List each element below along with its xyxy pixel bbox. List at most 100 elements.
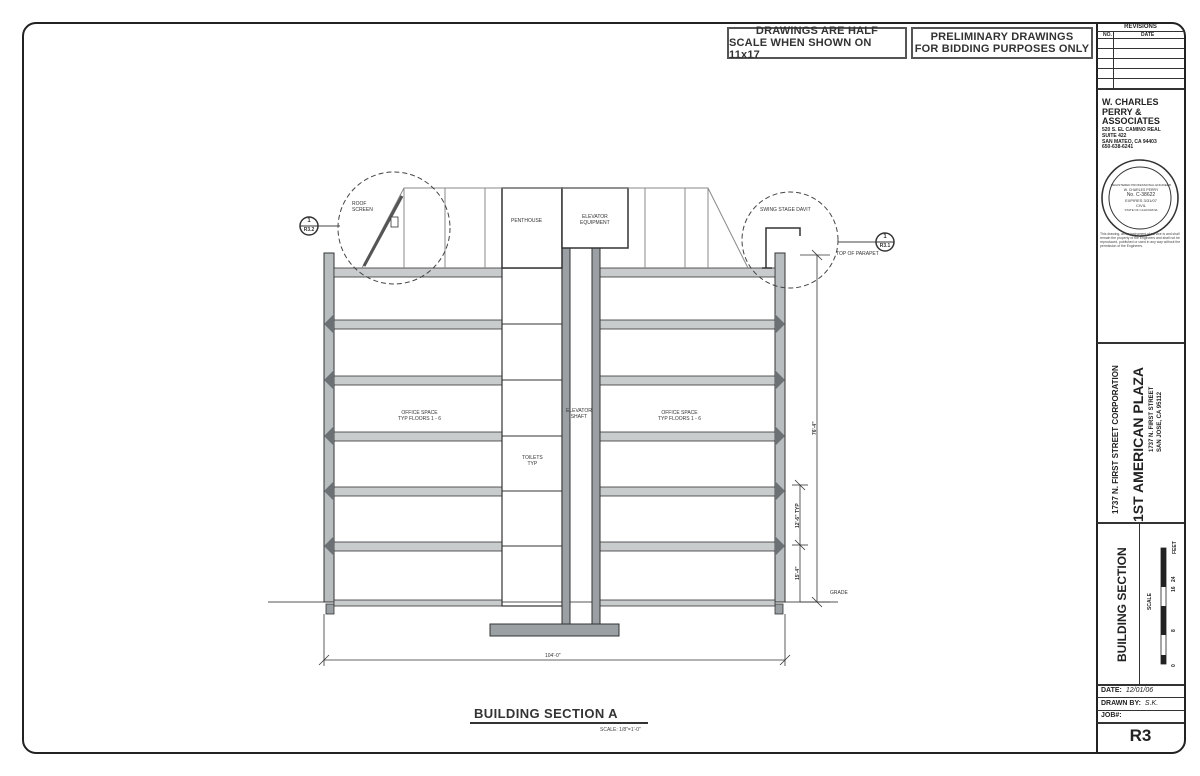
callout-right-number: 1 bbox=[883, 234, 887, 240]
firm-phone: 650-638-6241 bbox=[1102, 144, 1134, 151]
firm-address-line3: SAN MATEO, CA 94403 bbox=[1102, 138, 1157, 145]
callout-left-number: 1 bbox=[307, 218, 311, 224]
graphic-scale-bar bbox=[1160, 547, 1167, 665]
job-row: JOB#: bbox=[1101, 712, 1122, 719]
job-rule bbox=[1097, 722, 1184, 724]
preliminary-note: PRELIMINARY DRAWINGS FOR BIDDING PURPOSE… bbox=[911, 27, 1093, 59]
half-scale-note-line1: DRAWINGS ARE HALF bbox=[755, 25, 879, 37]
penthouse-room bbox=[501, 187, 563, 269]
firm-name-line2: PERRY & bbox=[1102, 106, 1142, 117]
roof-screen-clip bbox=[390, 216, 399, 228]
elevator-shaft-label: ELEVATOR SHAFT bbox=[566, 408, 592, 420]
firm-name-line1: W. CHARLES bbox=[1102, 97, 1159, 107]
project-address-line1: 1737 N. FIRST STREET bbox=[1149, 386, 1155, 452]
stamp-number: No. C-38622 bbox=[1126, 192, 1156, 198]
scale-tick-8: 8 bbox=[1171, 629, 1177, 632]
overall-height-dimension: 76'-4" bbox=[812, 421, 818, 435]
roof-screen-label-line2: SCREEN bbox=[352, 207, 373, 213]
elevator-shaft-wall-right bbox=[591, 247, 601, 625]
width-dimension-label: 104'-0" bbox=[545, 653, 561, 659]
office-space-right-line2: TYP FLOORS 1 - 6 bbox=[658, 416, 701, 422]
first-floor-dimension: 15'-4" bbox=[795, 566, 801, 580]
footing-left bbox=[325, 603, 335, 615]
project-top-rule bbox=[1097, 342, 1184, 344]
scale-tick-16: 16 bbox=[1171, 586, 1177, 592]
project-address-line2: SAN JOSE, CA 95112 bbox=[1157, 391, 1163, 452]
elevator-shaft-label-line2: SHAFT bbox=[570, 414, 588, 420]
elevator-equipment-label: ELEVATOR EQUIPMENT bbox=[580, 214, 610, 226]
date-rule bbox=[1097, 697, 1184, 698]
revisions-header-rule bbox=[1097, 31, 1184, 32]
slab-haunches bbox=[324, 314, 785, 556]
top-of-parapet-label: TOP OF PARAPET bbox=[836, 251, 879, 257]
project-name: 1ST AMERICAN PLAZA bbox=[1130, 366, 1146, 522]
half-scale-note-line2: SCALE WHEN SHOWN ON 11x17 bbox=[729, 37, 872, 61]
project-client: 1737 N. FIRST STREET CORPORATION bbox=[1111, 365, 1120, 514]
drawn-by-rule bbox=[1097, 710, 1184, 711]
drawn-by-value: S.K. bbox=[1144, 700, 1159, 707]
revisions-col-rule bbox=[1113, 31, 1114, 88]
drawing-title: BUILDING SECTION A bbox=[474, 706, 618, 721]
drawn-by-label: DRAWN BY: bbox=[1101, 700, 1141, 707]
revisions-row-rule bbox=[1097, 78, 1184, 79]
toilets-label-line2: TYP bbox=[527, 461, 538, 467]
typical-floor-dimension: 12'-6" TYP bbox=[795, 503, 801, 528]
footing-right bbox=[774, 603, 784, 615]
elevator-equipment-label-line2: EQUIPMENT bbox=[580, 220, 610, 226]
revisions-row-rule bbox=[1097, 48, 1184, 49]
scale-bar-label: SCALE bbox=[1147, 593, 1153, 610]
elevator-equipment-label-line1: ELEVATOR bbox=[581, 214, 608, 220]
stamp-text: REGISTERED PROFESSIONAL ENGINEER W. CHAR… bbox=[1111, 183, 1171, 213]
office-space-left-line2: TYP FLOORS 1 - 6 bbox=[398, 416, 441, 422]
grade-label: GRADE bbox=[830, 590, 848, 596]
meta-top-rule bbox=[1097, 684, 1184, 686]
disclaimer-text: This drawing, as an instrument of servic… bbox=[1100, 232, 1181, 248]
sheet-title: BUILDING SECTION bbox=[1115, 547, 1129, 662]
revisions-header: REVISIONS bbox=[1124, 24, 1157, 30]
firm-address-line1: 520 S. EL CAMINO REAL bbox=[1102, 127, 1161, 133]
sheet-number: R3 bbox=[1129, 726, 1152, 745]
roof-screen-label-line1: ROOF bbox=[352, 201, 367, 207]
preliminary-note-line2: FOR BIDDING PURPOSES ONLY bbox=[914, 43, 1090, 55]
floor-slabs-left bbox=[333, 267, 503, 607]
scale-tick-0: 0 bbox=[1171, 664, 1177, 667]
stamp-discipline: CIVIL bbox=[1135, 203, 1146, 208]
callout-right-sheet: R3.1 bbox=[879, 243, 891, 249]
toilet-core bbox=[501, 267, 563, 607]
stamp-state: STATE OF CALIFORNIA bbox=[1124, 208, 1158, 212]
elevator-shaft-wall-left bbox=[561, 247, 571, 625]
revisions-bottom-rule bbox=[1097, 88, 1184, 90]
title-block: REVISIONS NO. DATE W. CHARLES PERRY & AS… bbox=[1097, 22, 1186, 754]
engineer-stamp bbox=[1101, 159, 1179, 237]
job-label: JOB#: bbox=[1101, 712, 1122, 719]
core-footing bbox=[489, 623, 620, 637]
swing-stage-davit bbox=[762, 227, 801, 269]
scale-column-rule bbox=[1139, 522, 1140, 684]
firm-name-line3: ASSOCIATES bbox=[1102, 116, 1160, 126]
date-label: DATE: bbox=[1101, 687, 1122, 694]
scale-bar-unit: FEET bbox=[1172, 541, 1178, 554]
callout-left-sheet: R3.2 bbox=[303, 227, 315, 233]
preliminary-note-line1: PRELIMINARY DRAWINGS bbox=[930, 31, 1074, 43]
vertical-dimensions bbox=[792, 249, 830, 608]
stamp-expires: EXPIRES 3/31/07 bbox=[1125, 198, 1157, 203]
half-scale-note: DRAWINGS ARE HALF SCALE WHEN SHOWN ON 11… bbox=[727, 25, 907, 61]
sheet-title-top-rule bbox=[1097, 522, 1184, 524]
toilet-core-floors bbox=[502, 323, 562, 547]
revisions-row-rule bbox=[1097, 38, 1184, 39]
elevator-shaft-label-line1: ELEVATOR bbox=[566, 408, 592, 414]
revisions-row-rule bbox=[1097, 68, 1184, 69]
toilets-label-line1: TOILETS bbox=[522, 455, 543, 461]
width-dimension bbox=[318, 614, 791, 666]
penthouse-label: PENTHOUSE bbox=[511, 218, 543, 224]
stamp-top-arc: REGISTERED PROFESSIONAL ENGINEER bbox=[1110, 183, 1172, 187]
revisions-row-rule bbox=[1097, 58, 1184, 59]
detail-circle-left bbox=[337, 171, 451, 285]
date-value: 12/01/06 bbox=[1125, 687, 1154, 694]
stamp-name: W. CHARLES PERRY bbox=[1123, 188, 1159, 192]
toilets-label: TOILETS TYP bbox=[522, 455, 543, 467]
elevator-equipment-room bbox=[561, 187, 629, 249]
drawn-by-row: DRAWN BY:S.K. bbox=[1101, 700, 1158, 707]
detail-circle-right bbox=[741, 191, 839, 289]
